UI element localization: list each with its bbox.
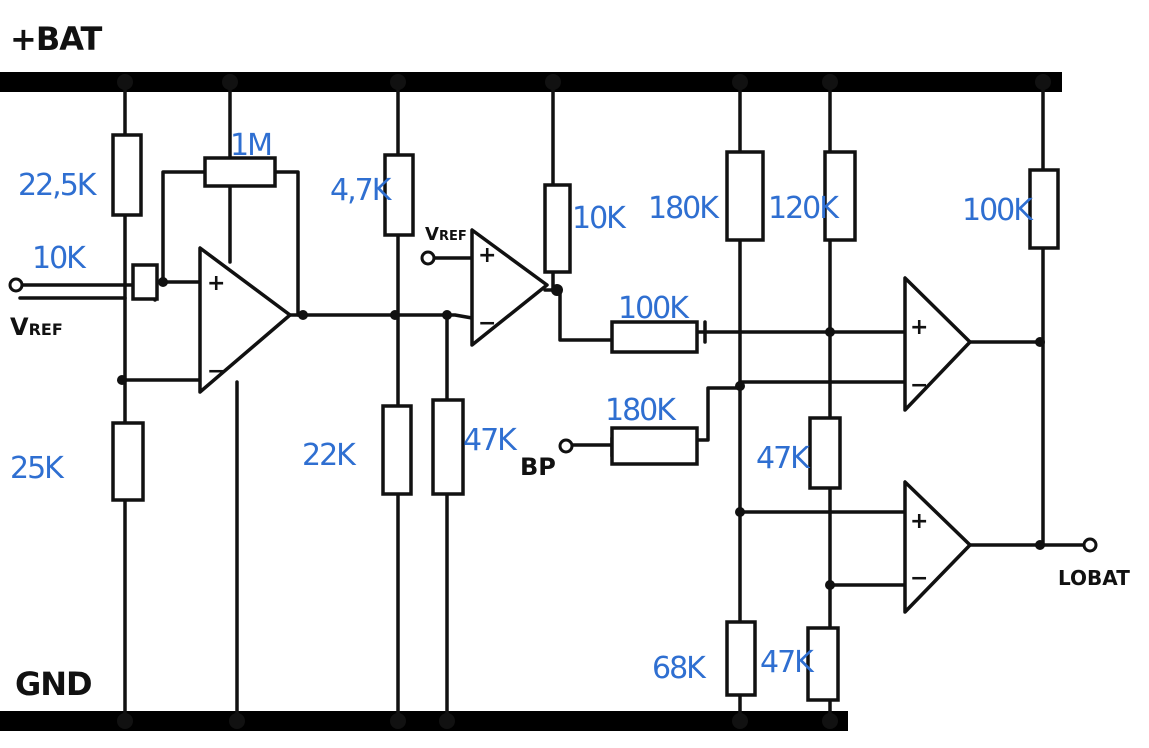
value-180k-mid: 180K xyxy=(605,393,677,428)
comparator-1-minus: − xyxy=(910,373,928,398)
resistor-68k xyxy=(725,620,757,697)
value-1m: 1M xyxy=(230,128,271,163)
comparator-2: + − xyxy=(903,480,972,614)
opamp-1: + − xyxy=(198,246,292,394)
value-47k-c: 47K xyxy=(760,645,815,680)
value-100k-mid: 100K xyxy=(618,291,690,326)
bp-label: BP xyxy=(520,453,556,481)
resistor-22-5k xyxy=(111,133,143,217)
resistor-47k-a xyxy=(431,398,465,496)
resistor-180k-top xyxy=(725,150,765,242)
value-120k: 120K xyxy=(768,191,840,226)
vref-label: VREF xyxy=(10,313,63,341)
resistor-120k xyxy=(823,150,857,242)
vref-2-input-terminal xyxy=(420,250,436,266)
value-180k-top: 180K xyxy=(648,191,720,226)
opamp-1-minus: − xyxy=(207,359,225,384)
value-47k-b: 47K xyxy=(756,441,811,476)
resistor-22k xyxy=(381,404,413,496)
gnd-rail-label: GND xyxy=(15,665,92,703)
opamp-2: + − xyxy=(470,228,549,347)
opamp-2-minus: − xyxy=(478,311,496,336)
value-10k-pullup: 10K xyxy=(572,201,627,236)
resistor-10k-pullup xyxy=(543,183,572,274)
value-10k-input: 10K xyxy=(32,241,87,276)
resistor-100k-top xyxy=(1028,168,1060,250)
vref-2-label: VREF xyxy=(425,224,467,245)
opamp-1-plus: + xyxy=(207,271,225,296)
value-25k: 25K xyxy=(10,451,65,486)
value-4-7k: 4,7K xyxy=(330,173,393,208)
resistor-47k-b xyxy=(808,416,842,490)
bp-input-terminal xyxy=(558,438,574,454)
opamp-2-plus: + xyxy=(478,243,496,268)
comparator-2-minus: − xyxy=(910,566,928,591)
value-47k-a: 47K xyxy=(463,423,518,458)
value-100k-top: 100K xyxy=(962,193,1034,228)
bat-rail-label: +BAT xyxy=(10,20,102,58)
vref-input-terminal xyxy=(8,277,24,293)
lobat-label: LOBAT xyxy=(1058,566,1130,590)
comparator-2-plus: + xyxy=(910,509,928,534)
resistors xyxy=(111,133,1060,702)
junctions xyxy=(117,74,1051,729)
resistor-1m xyxy=(203,156,277,188)
resistor-10k-input xyxy=(131,263,159,301)
value-68k: 68K xyxy=(652,651,707,686)
resistor-47k-c xyxy=(806,626,840,702)
comparator-1: + − xyxy=(903,276,972,412)
resistor-25k xyxy=(111,421,145,502)
comparator-1-plus: + xyxy=(910,315,928,340)
resistor-4-7k xyxy=(383,153,415,237)
resistor-100k-mid xyxy=(610,320,699,354)
value-22k: 22K xyxy=(302,438,357,473)
lobat-output-terminal xyxy=(1082,537,1098,553)
wires xyxy=(18,80,1087,723)
value-22-5k: 22,5K xyxy=(18,168,98,203)
resistor-180k-mid xyxy=(610,426,699,466)
